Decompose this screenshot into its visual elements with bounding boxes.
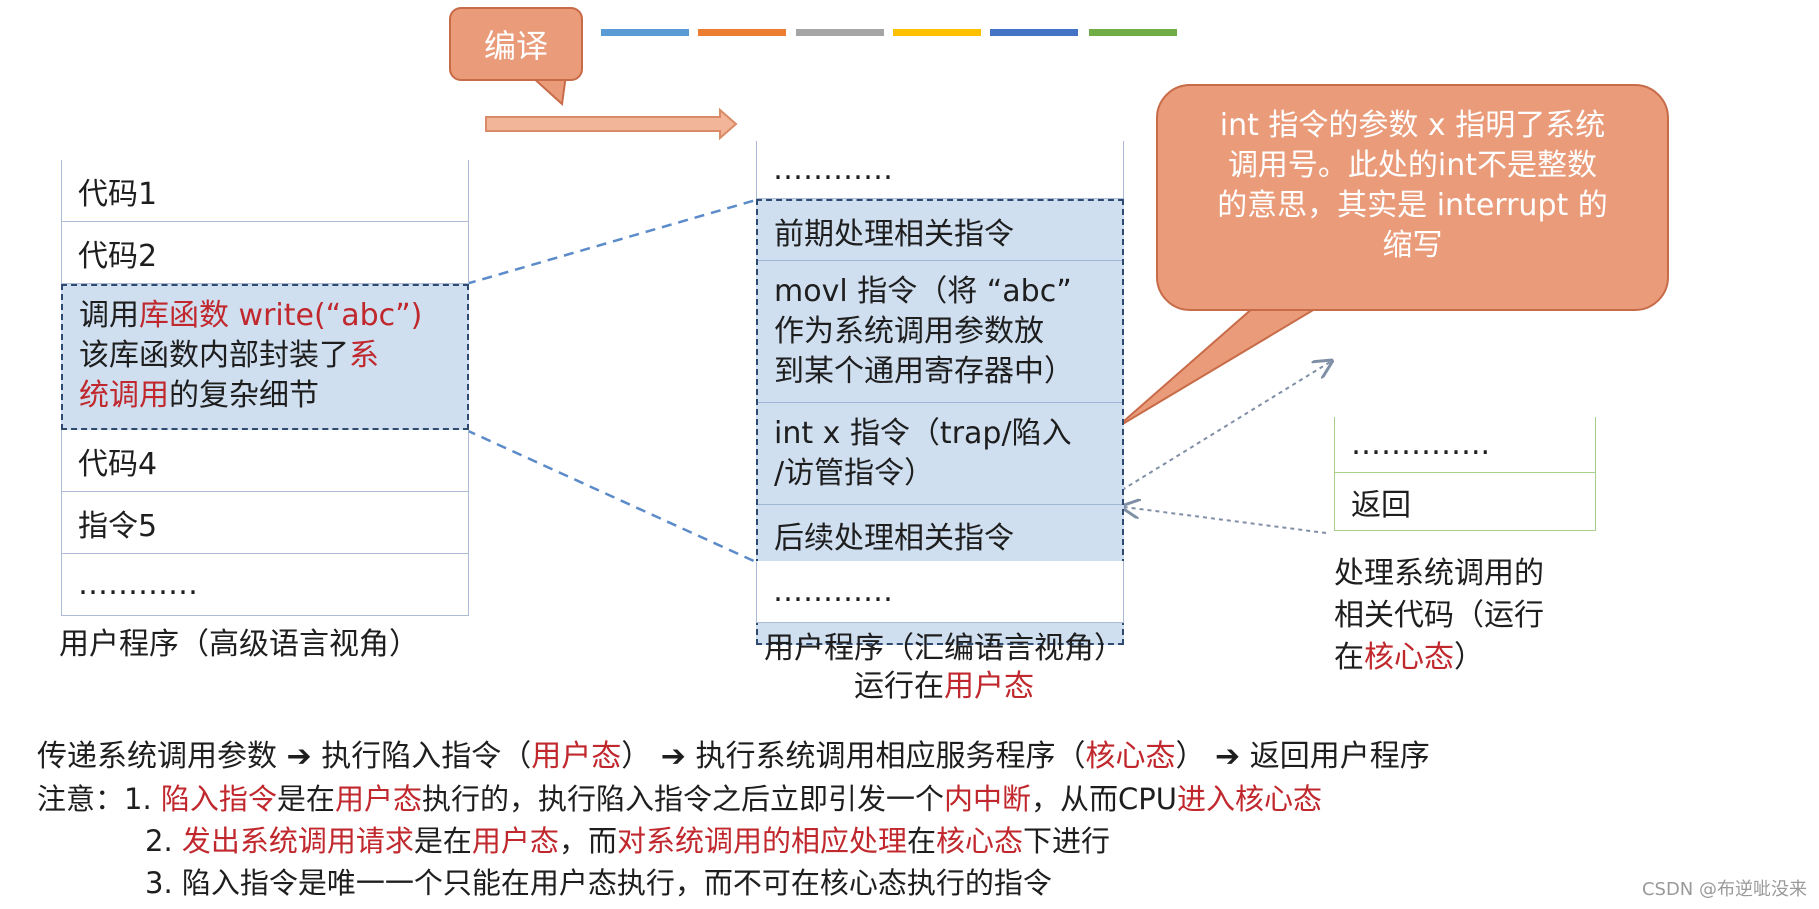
high-level-row: 代码4 xyxy=(61,430,469,492)
high-level-caption: 用户程序（高级语言视角） xyxy=(59,627,419,662)
assembly-row: ………… xyxy=(756,141,1124,199)
trap-instruction-row: int x 指令（trap/陷入 /访管指令） xyxy=(758,403,1122,505)
high-level-row: 代码2 xyxy=(61,222,469,284)
call-text-7: 的复杂细节 xyxy=(169,378,319,413)
compile-arrow xyxy=(485,107,738,141)
high-level-row: 代码1 xyxy=(61,160,469,222)
int-explanation-bubble: int 指令的参数 x 指明了系统 调用号。此处的int不是整数 的意思，其实是… xyxy=(1156,84,1669,311)
note-2: 2. 发出系统调用请求是在用户态，而对系统调用的相应处理在核心态下进行 xyxy=(145,824,1111,858)
kernel-header: 开始 xyxy=(1334,359,1596,417)
swatch-6 xyxy=(1089,29,1177,36)
notes-label: 注意： xyxy=(37,782,125,816)
flow-arrow-icon: ➔ xyxy=(1215,739,1241,774)
int-explanation-text: int 指令的参数 x 指明了系统 调用号。此处的int不是整数 的意思，其实是… xyxy=(1217,108,1608,263)
note-3: 3. 陷入指令是唯一一个只能在用户态执行，而不可在核心态执行的指令 xyxy=(145,866,1052,900)
swatch-1 xyxy=(601,29,689,36)
high-level-row: ………… xyxy=(61,554,469,616)
kernel-caption: 处理系统调用的 相关代码（运行 在核心态） xyxy=(1334,556,1544,675)
compile-bubble: 编译 xyxy=(449,7,583,81)
flow-arrow-icon: ➔ xyxy=(286,739,312,774)
int-bubble-tail xyxy=(1115,299,1334,429)
kernel-row: ………….. xyxy=(1334,417,1596,473)
call-text-1: 调用 xyxy=(79,298,139,333)
library-function-highlight: 库函数 xyxy=(139,298,229,333)
zoom-line-bottom xyxy=(465,428,757,564)
write-call-text: write(“abc”) xyxy=(229,298,423,333)
assembly-caption: 用户程序（汇编语言视角） 运行在用户态 xyxy=(764,631,1124,704)
trap-to-kernel-arrow xyxy=(1121,362,1330,491)
flow-arrow-icon: ➔ xyxy=(660,739,686,774)
system-call-highlight-a: 系 xyxy=(349,338,379,373)
assembly-row: ………… xyxy=(756,561,1124,623)
swatch-2 xyxy=(698,29,786,36)
kernel-row: 返回 xyxy=(1334,473,1596,531)
swatch-4 xyxy=(893,29,981,36)
high-level-header: 高级语言代码 xyxy=(61,98,469,160)
watermark: CSDN @布逆呲没来 xyxy=(1641,879,1807,900)
library-call-row: 调用库函数 write(“abc”) 该库函数内部封装了系 统调用的复杂细节 xyxy=(61,284,469,430)
high-level-row: 指令5 xyxy=(61,492,469,554)
assembly-header: 汇编语言指令 xyxy=(756,83,1124,141)
compile-bubble-text: 编译 xyxy=(483,27,548,65)
swatch-3 xyxy=(796,29,884,36)
process-flow-line: 传递系统调用参数 ➔ 执行陷入指令（用户态） ➔ 执行系统调用相应服务程序（核心… xyxy=(37,739,1430,774)
system-call-highlight-b: 统调用 xyxy=(79,378,169,413)
swatch-5 xyxy=(990,29,1078,36)
assembly-row: movl 指令（将 “abc” 作为系统调用参数放 到某个通用寄存器中） xyxy=(758,261,1122,403)
zoom-line-top xyxy=(465,198,757,286)
assembly-row: 后续处理相关指令 xyxy=(774,521,1014,556)
return-arrow xyxy=(1124,507,1327,534)
note-1: 注意：1. 陷入指令是在用户态执行的，执行陷入指令之后立即引发一个内中断，从而C… xyxy=(37,782,1322,816)
call-text-4: 该库函数内部封装了 xyxy=(79,338,349,373)
assembly-row: 前期处理相关指令 xyxy=(758,201,1122,261)
